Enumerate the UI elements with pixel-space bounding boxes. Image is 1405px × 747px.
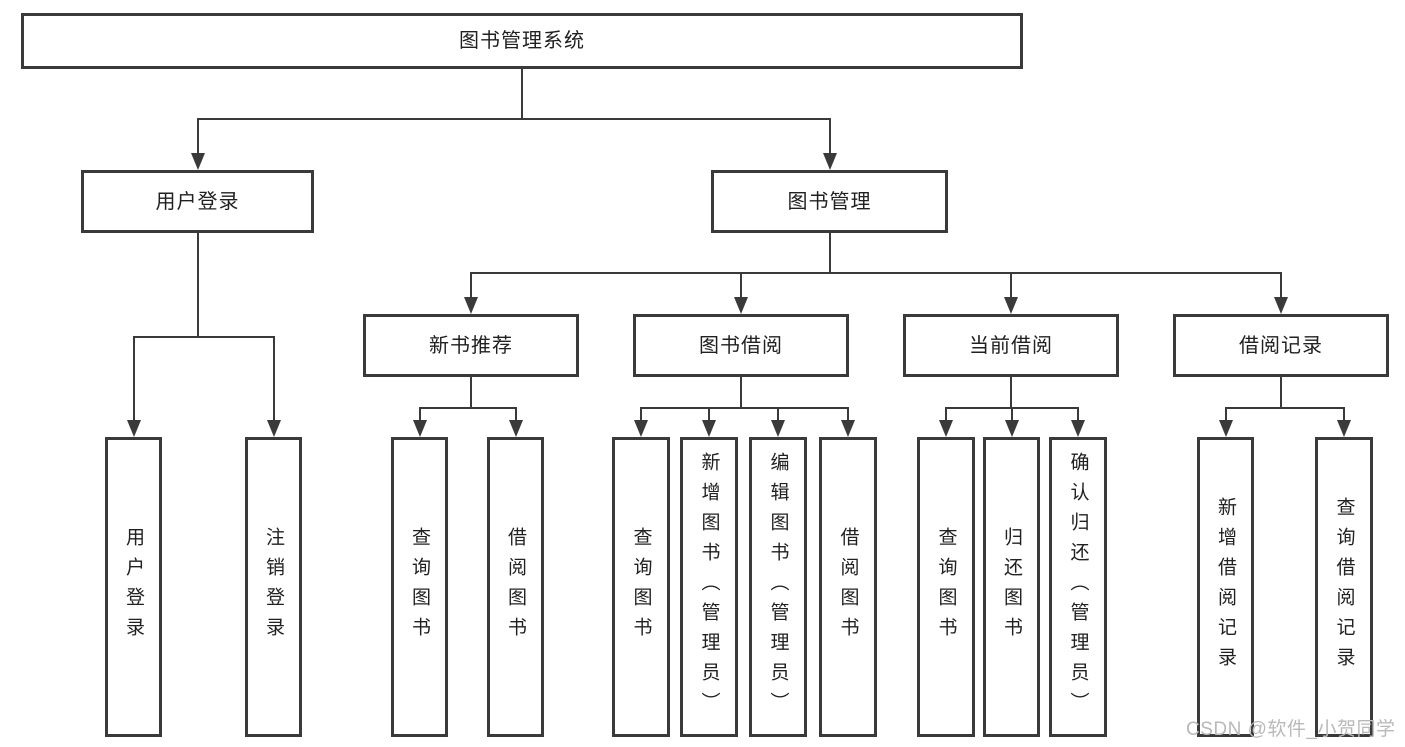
node-label: 新书推荐: [429, 334, 513, 357]
connector-line: [521, 69, 523, 120]
node-root: 图书管理系统: [21, 13, 1023, 69]
node-label: 查询图书: [935, 527, 957, 647]
watermark: CSDN @软件_小贺同学: [1186, 719, 1396, 740]
arrow-down-icon: [1274, 297, 1288, 314]
node-cb-return: 归还图书: [983, 437, 1040, 737]
arrow-down-icon: [1218, 420, 1233, 437]
arrow-down-icon: [702, 420, 716, 437]
arrow-down-icon: [412, 420, 427, 437]
arrow-down-icon: [464, 297, 478, 314]
connector-line: [828, 118, 831, 166]
connector-line: [1280, 377, 1282, 409]
connector-line: [740, 272, 742, 310]
node-label: 借阅图书: [505, 527, 526, 647]
node-user-login: 用户登录: [105, 437, 162, 737]
connector-line: [470, 377, 472, 409]
connector-line: [1224, 407, 1345, 409]
arrow-down-icon: [734, 297, 748, 314]
node-nbr-borrow: 借阅图书: [487, 437, 544, 737]
node-label: 借阅图书: [837, 527, 859, 647]
connector-line: [272, 336, 275, 433]
arrow-down-icon: [1337, 420, 1351, 437]
node-bb-add: 新增图书（管理员）: [680, 437, 738, 737]
arrow-down-icon: [1004, 420, 1019, 437]
node-label: 注销登录: [263, 527, 284, 647]
node-cb-query: 查询图书: [917, 437, 975, 737]
connector-line: [470, 272, 472, 310]
node-label: 查询图书: [409, 527, 430, 647]
arrow-down-icon: [266, 420, 281, 437]
connector-line: [132, 336, 135, 433]
connector-line: [470, 272, 1282, 274]
node-book-borrow: 图书借阅: [633, 314, 849, 377]
node-br-query: 查询借阅记录: [1315, 437, 1373, 737]
node-label: 图书管理系统: [459, 30, 585, 52]
node-label: 归还图书: [1001, 527, 1022, 647]
connector-line: [1010, 377, 1012, 409]
arrow-down-icon: [1004, 297, 1018, 314]
node-cb-confirm: 确认归还（管理员）: [1049, 437, 1107, 737]
arrow-down-icon: [126, 420, 141, 437]
connector-line: [640, 407, 849, 409]
arrow-down-icon: [841, 420, 855, 437]
node-label: 查询借阅记录: [1333, 497, 1355, 677]
connector-line: [132, 336, 275, 338]
arrow-down-icon: [822, 153, 837, 170]
node-borrow-records: 借阅记录: [1173, 314, 1389, 377]
node-label: 用户登录: [123, 527, 144, 647]
node-bb-edit: 编辑图书（管理员）: [749, 437, 807, 737]
node-label: 借阅记录: [1239, 334, 1323, 357]
arrow-down-icon: [634, 420, 648, 437]
connector-line: [196, 233, 199, 338]
node-label: 确认归还（管理员）: [1067, 452, 1089, 722]
connector-line: [828, 233, 831, 274]
node-bb-query: 查询图书: [612, 437, 670, 737]
node-new-book-rec: 新书推荐: [363, 314, 579, 377]
arrow-down-icon: [1071, 420, 1085, 437]
node-current-borrow: 当前借阅: [903, 314, 1119, 377]
connector-line: [196, 118, 831, 120]
connector-line: [1280, 272, 1282, 310]
arrow-down-icon: [771, 420, 785, 437]
connector-line: [740, 377, 742, 409]
node-label: 图书管理: [787, 190, 872, 213]
arrow-down-icon: [508, 420, 523, 437]
arrow-down-icon: [190, 153, 205, 170]
arrow-down-icon: [939, 420, 953, 437]
connector-line: [418, 407, 517, 409]
node-label: 查询图书: [630, 527, 652, 647]
node-logout: 注销登录: [245, 437, 302, 737]
node-label: 用户登录: [155, 190, 240, 213]
node-label: 新增借阅记录: [1215, 497, 1236, 677]
node-br-add: 新增借阅记录: [1197, 437, 1254, 737]
connector-line: [1010, 272, 1012, 310]
node-label: 编辑图书（管理员）: [767, 452, 789, 722]
node-label: 新增图书（管理员）: [698, 452, 720, 722]
node-label: 当前借阅: [969, 334, 1053, 357]
node-user-login-group: 用户登录: [81, 170, 314, 233]
connector-line: [196, 118, 199, 166]
node-book-mgmt: 图书管理: [711, 170, 948, 233]
node-label: 图书借阅: [699, 334, 783, 357]
node-bb-borrow: 借阅图书: [819, 437, 877, 737]
node-nbr-query: 查询图书: [391, 437, 448, 737]
